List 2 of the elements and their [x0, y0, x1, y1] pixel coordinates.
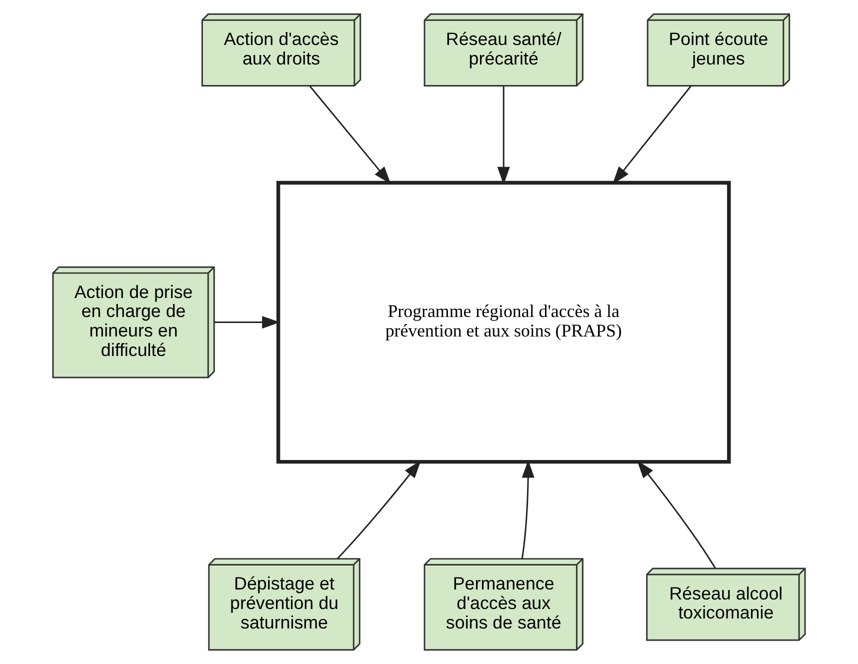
node-box: Programme régional d'accès à la prévention et aux soins (PRAPS) [276, 180, 731, 464]
arrow [497, 86, 510, 185]
